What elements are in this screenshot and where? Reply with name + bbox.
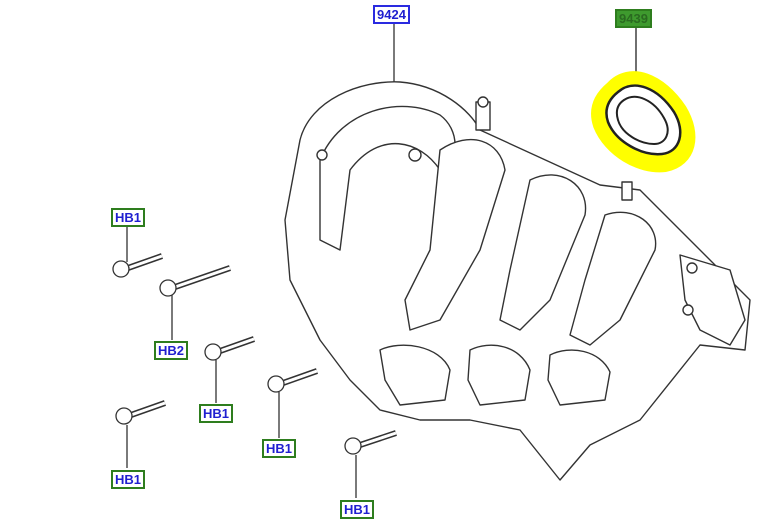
bolt-hb1[interactable]	[267, 368, 318, 393]
callout-hb1[interactable]: HB1	[262, 439, 297, 458]
callout-9439[interactable]: 9439	[615, 9, 652, 28]
intake-manifold-9424[interactable]	[284, 81, 751, 481]
bolt-hb2[interactable]	[159, 265, 231, 297]
callout-hb2[interactable]: HB2	[154, 341, 189, 360]
callout-9424[interactable]: 9424	[373, 5, 410, 24]
callout-hb1[interactable]: HB1	[111, 470, 146, 489]
bolt-hb1[interactable]	[115, 400, 166, 425]
bolt-hb1[interactable]	[112, 253, 163, 278]
gasket-9439[interactable]	[591, 71, 696, 173]
callout-hb1[interactable]: HB1	[199, 404, 234, 423]
bolt-hb1[interactable]	[344, 430, 397, 455]
callout-hb1[interactable]: HB1	[111, 208, 146, 227]
callout-hb1[interactable]: HB1	[340, 500, 375, 519]
bolt-hb1[interactable]	[204, 336, 255, 361]
